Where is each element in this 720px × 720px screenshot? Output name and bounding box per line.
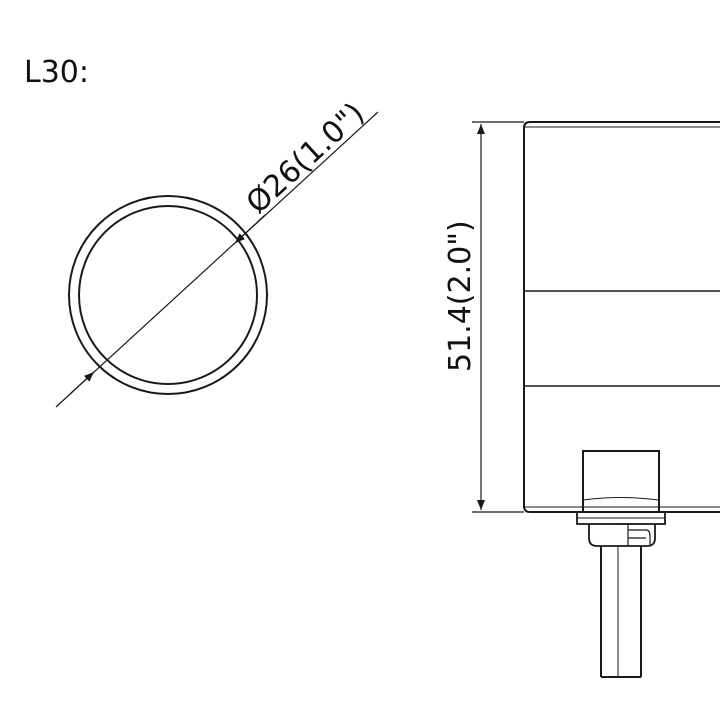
inner-circle [78, 205, 258, 385]
diameter-dimension-text: Ø26(1.0") [240, 96, 372, 221]
outer-circle [68, 195, 268, 395]
connector-clip [611, 523, 651, 546]
body-left-edge [523, 121, 531, 513]
diameter-leader-line [69, 111, 379, 395]
diameter-arrow-upper [234, 214, 266, 244]
top-view: Ø26(1.0") [55, 96, 379, 408]
model-label: L30: [24, 55, 89, 90]
connector-neck [588, 524, 656, 547]
diameter-arrow-lower [55, 371, 95, 408]
side-view: 51.4(2.0") [443, 121, 720, 678]
connector-socket-curve [582, 497, 660, 501]
connector-socket [582, 450, 660, 513]
height-dimension-text: 51.4(2.0") [443, 220, 478, 372]
